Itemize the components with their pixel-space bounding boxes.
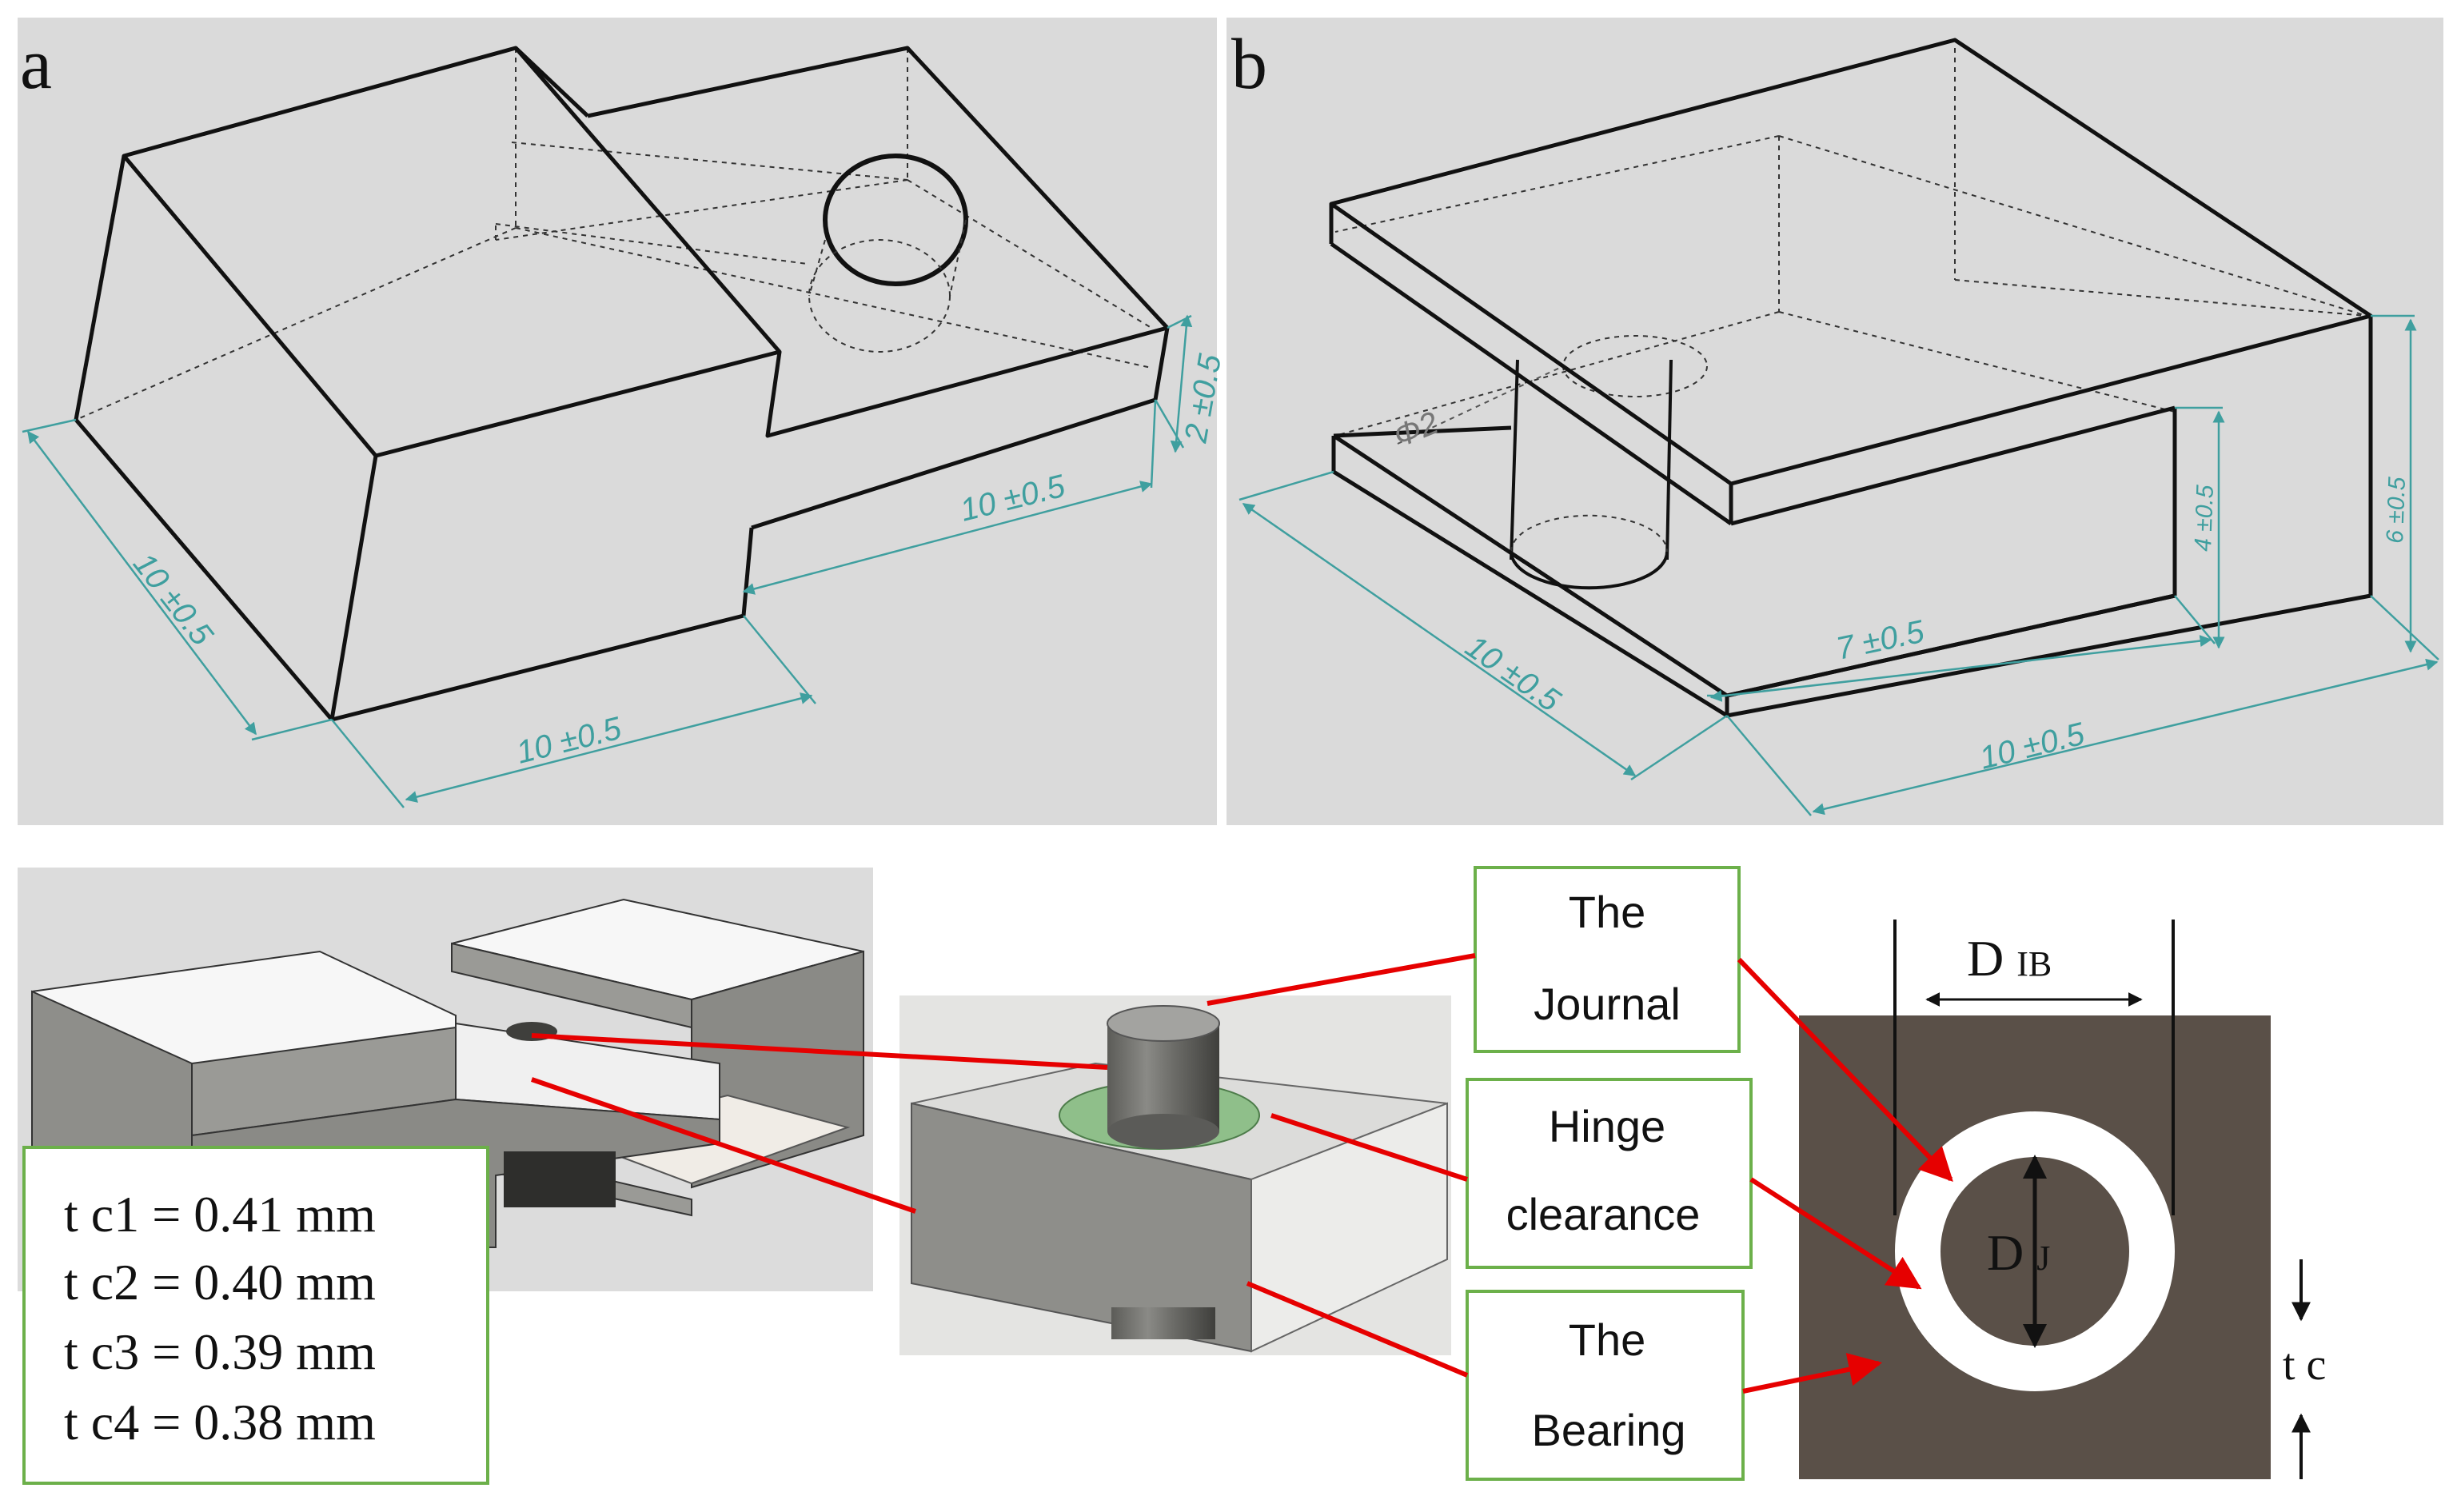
clearance-tc3: t c3 = 0.39 mm bbox=[64, 1323, 376, 1380]
callout-journal: The Journal bbox=[1474, 866, 1741, 1053]
red-leader-lines bbox=[531, 953, 1953, 1394]
panel-a: a bbox=[18, 18, 1228, 825]
panel-b-dimension-lines bbox=[1238, 314, 2439, 816]
section-d-j-label: D J bbox=[1987, 1224, 2050, 1281]
callout-hinge-line2: clearance bbox=[1506, 1189, 1701, 1239]
panel-b: b bbox=[1227, 18, 2443, 825]
callout-bearing-line1: The bbox=[1569, 1315, 1646, 1365]
hinge-cross-section: D IB D J t c bbox=[1799, 920, 2326, 1479]
panel-a-letter: a bbox=[20, 25, 52, 104]
section-tc-label: t c bbox=[2283, 1340, 2326, 1390]
panel-b-dim-inner-height: 4 ±0.5 bbox=[2190, 485, 2219, 553]
callout-journal-line1: The bbox=[1569, 887, 1646, 937]
panel-b-hidden-edges bbox=[1334, 48, 2367, 445]
panel-b-dim-outer-height: 6 ±0.5 bbox=[2382, 477, 2411, 545]
panel-a-hole bbox=[808, 154, 968, 353]
callout-hinge-line1: Hinge bbox=[1549, 1101, 1665, 1151]
clearance-tc1: t c1 = 0.41 mm bbox=[64, 1186, 376, 1243]
callout-bearing: The Bearing bbox=[1466, 1290, 1745, 1481]
callout-hinge-clearance: Hinge clearance bbox=[1466, 1078, 1753, 1269]
callout-journal-line2: Journal bbox=[1534, 979, 1681, 1029]
panel-c: c t c1 = 0.41 mm t c2 = 0.40 mm t c3 = 0… bbox=[16, 866, 2326, 1485]
panel-b-letter: b bbox=[1231, 25, 1267, 104]
clearance-tc4: t c4 = 0.38 mm bbox=[64, 1394, 376, 1450]
clearance-tc2: t c2 = 0.40 mm bbox=[64, 1254, 376, 1311]
callout-bearing-line2: Bearing bbox=[1531, 1405, 1685, 1455]
panel-a-dimension-lines bbox=[22, 314, 1193, 808]
panel-a-background bbox=[18, 18, 1217, 825]
section-d-ib-label: D IB bbox=[1967, 930, 2052, 987]
clearance-list: t c1 = 0.41 mm t c2 = 0.40 mm t c3 = 0.3… bbox=[22, 1146, 489, 1485]
journal-bearing-render bbox=[899, 995, 1451, 1355]
